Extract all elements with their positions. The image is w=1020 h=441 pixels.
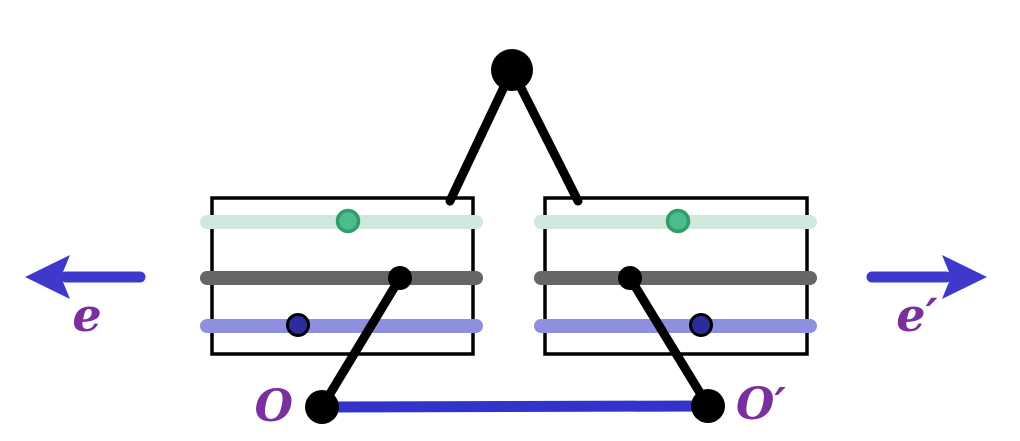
junction-dot-left [388, 266, 412, 290]
left-arrow-icon [25, 255, 146, 299]
green-point-left [335, 208, 361, 234]
junction-dot-right [618, 266, 642, 290]
label-ray-right: e′ [896, 288, 937, 342]
diagonal-edge-right [625, 273, 713, 411]
label-base-left: O [255, 381, 293, 432]
apex-vertex-dot [491, 49, 533, 91]
diagonal-edge-left [317, 273, 405, 412]
left-arrowhead [25, 255, 70, 299]
label-ray-left: e [72, 288, 101, 342]
tree-edge-right [507, 65, 583, 206]
right-arrowhead [942, 255, 987, 299]
tree-edge-left [445, 65, 517, 206]
base-segment [321, 400, 709, 413]
navy-point-right [689, 313, 713, 337]
navy-point-left [286, 313, 310, 337]
green-point-right [665, 208, 691, 234]
base-dot-O [305, 390, 339, 424]
base-dot-O-prime [691, 389, 725, 423]
label-base-right: O′ [736, 379, 786, 430]
right-arrow-icon [866, 255, 987, 299]
